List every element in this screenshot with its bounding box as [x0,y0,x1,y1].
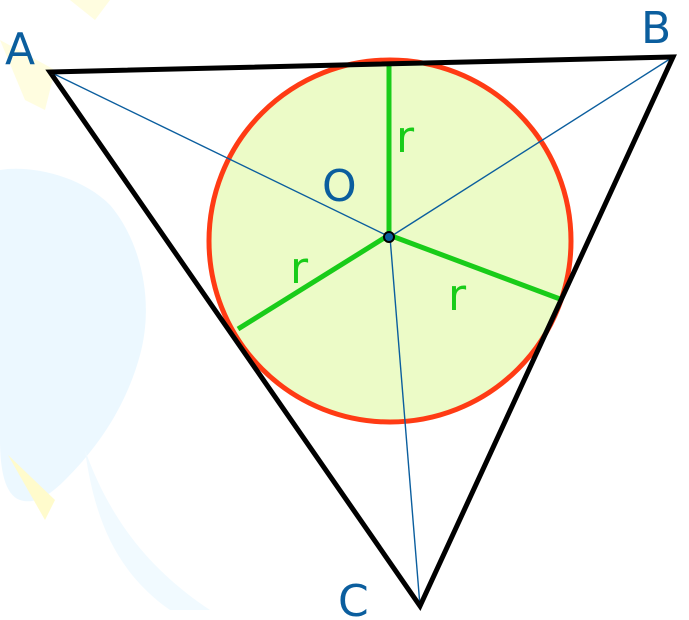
vertex-label-c: C [338,576,369,620]
watermark-yellow-spike-top [0,40,55,110]
radius-label-left: r [290,243,309,294]
radii [236,64,561,332]
vertex-label-b: B [641,3,671,54]
watermark [0,0,210,610]
vertex-label-a: A [5,24,35,75]
bisector-c [389,236,421,607]
angle-bisectors [49,56,674,607]
center-point [383,231,395,243]
watermark-light-blue-arc [85,450,210,610]
center-label-o: O [322,161,357,212]
bisector-b [389,56,674,238]
watermark-yellow-spike-top-2 [70,0,110,20]
bisector-a [49,71,391,238]
radius-label-top: r [396,112,415,163]
watermark-light-blue-shape [0,168,146,502]
watermark-yellow-spike-left [8,455,55,520]
radius-right [388,232,561,302]
radius-left [236,232,391,332]
triangle [45,54,677,612]
radius-label-right: r [448,270,467,321]
